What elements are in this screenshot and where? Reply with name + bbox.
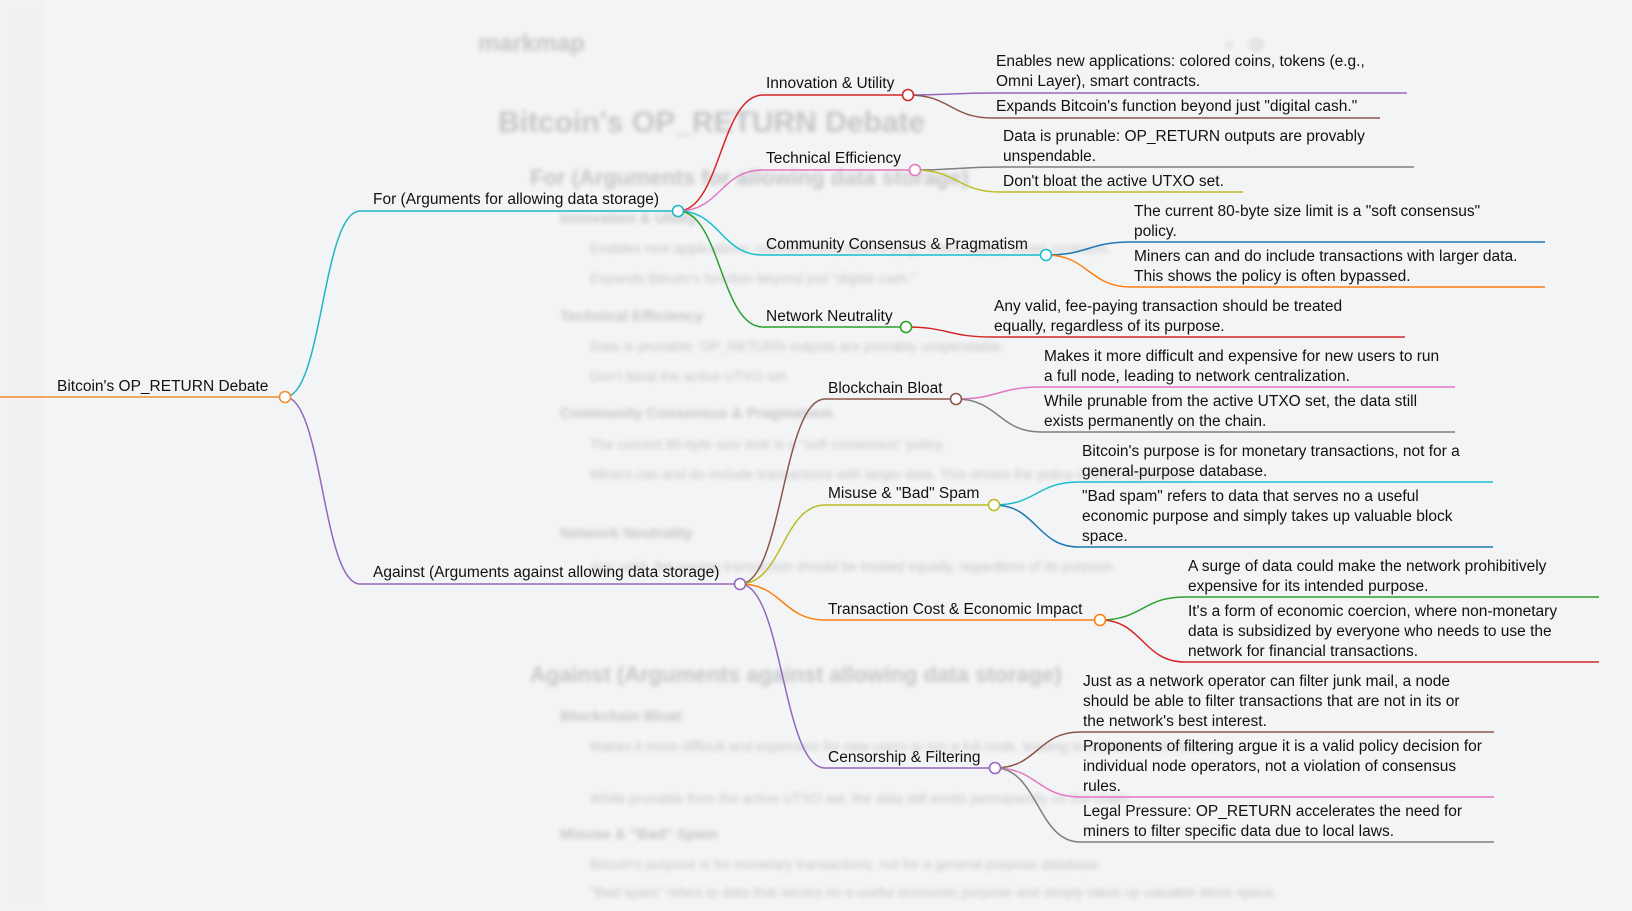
node-misuse-spam[interactable]: Misuse & "Bad" Spam [828,485,980,502]
edge-for-innovation [677,94,764,212]
root-node-label[interactable]: Bitcoin's OP_RETURN Debate [57,378,269,395]
leaf-censorship-1[interactable]: Just as a network operator can filter ju… [1083,673,1460,730]
leaf-technical-2[interactable]: Don't bloat the active UTXO set. [1003,173,1224,190]
edge-bloat-leaf2 [955,398,1042,433]
leaf-cost-1[interactable]: A surge of data could make the network p… [1188,558,1547,595]
edge-technical-leaf2 [914,169,1001,193]
leaf-spam-1[interactable]: Bitcoin's purpose is for monetary transa… [1082,443,1460,480]
edge-root-for [284,210,361,398]
edge-against-censorship [739,583,826,769]
edge-bloat-leaf1 [955,386,1042,400]
node-innovation-utility[interactable]: Innovation & Utility [766,75,895,92]
edge-for-consensus [677,210,764,256]
node-technical-efficiency[interactable]: Technical Efficiency [766,150,901,167]
leaf-neutrality-1[interactable]: Any valid, fee-paying transaction should… [994,298,1343,335]
leaf-bloat-1[interactable]: Makes it more difficult and expensive fo… [1044,348,1440,385]
edge-root-against [284,396,361,585]
edge-consensus-leaf2 [1045,254,1132,288]
edge-against-cost [739,583,826,621]
edge-spam-leaf1 [993,481,1080,506]
edge-against-bloat [739,398,826,585]
edge-for-neutrality [677,210,764,328]
edge-censorship-leaf2 [994,767,1081,798]
leaf-innovation-1[interactable]: Enables new applications: colored coins,… [996,53,1365,90]
leaf-technical-1[interactable]: Data is prunable: OP_RETURN outputs are … [1003,128,1365,165]
node-consensus-toggle[interactable] [1039,248,1053,262]
node-innovation-toggle[interactable] [901,88,915,102]
edge-censorship-leaf3 [994,767,1081,843]
node-censorship-filtering[interactable]: Censorship & Filtering [828,749,981,766]
leaf-consensus-1[interactable]: The current 80-byte size limit is a "sof… [1134,203,1481,240]
node-cost-toggle[interactable] [1093,613,1107,627]
edge-consensus-leaf1 [1045,241,1132,256]
edge-innovation-leaf1 [907,92,994,96]
edge-neutrality-leaf1 [905,326,992,338]
branch-against-label[interactable]: Against (Arguments against allowing data… [373,564,720,581]
leaf-spam-2[interactable]: "Bad spam" refers to data that serves no… [1082,488,1453,545]
node-community-consensus[interactable]: Community Consensus & Pragmatism [766,236,1028,253]
leaf-bloat-2[interactable]: While prunable from the active UTXO set,… [1044,393,1418,430]
edge-against-spam [739,504,826,585]
node-technical-toggle[interactable] [908,163,922,177]
node-neutrality-toggle[interactable] [899,320,913,334]
edge-spam-leaf2 [993,504,1080,548]
leaf-cost-2[interactable]: It's a form of economic coercion, where … [1188,603,1558,660]
leaf-censorship-2[interactable]: Proponents of filtering argue it is a va… [1083,738,1482,795]
node-spam-toggle[interactable] [987,498,1001,512]
node-transaction-cost[interactable]: Transaction Cost & Economic Impact [828,601,1083,618]
node-bloat-toggle[interactable] [949,392,963,406]
branch-against-toggle[interactable] [733,577,747,591]
node-blockchain-bloat[interactable]: Blockchain Bloat [828,380,943,397]
leaf-innovation-2[interactable]: Expands Bitcoin's function beyond just "… [996,98,1358,115]
edge-censorship-leaf1 [994,731,1081,769]
node-network-neutrality[interactable]: Network Neutrality [766,308,893,325]
edge-for-technical [677,169,764,212]
root-collapse-toggle[interactable] [278,390,292,404]
edge-technical-leaf1 [914,166,1001,171]
edge-cost-leaf2 [1099,619,1186,663]
leaf-consensus-2[interactable]: Miners can and do include transactions w… [1134,248,1518,285]
node-censorship-toggle[interactable] [988,761,1002,775]
edge-cost-leaf1 [1099,596,1186,621]
branch-for-toggle[interactable] [671,204,685,218]
branch-for-label[interactable]: For (Arguments for allowing data storage… [373,191,660,208]
edge-innovation-leaf2 [907,94,994,119]
leaf-censorship-3[interactable]: Legal Pressure: OP_RETURN accelerates th… [1083,803,1463,840]
